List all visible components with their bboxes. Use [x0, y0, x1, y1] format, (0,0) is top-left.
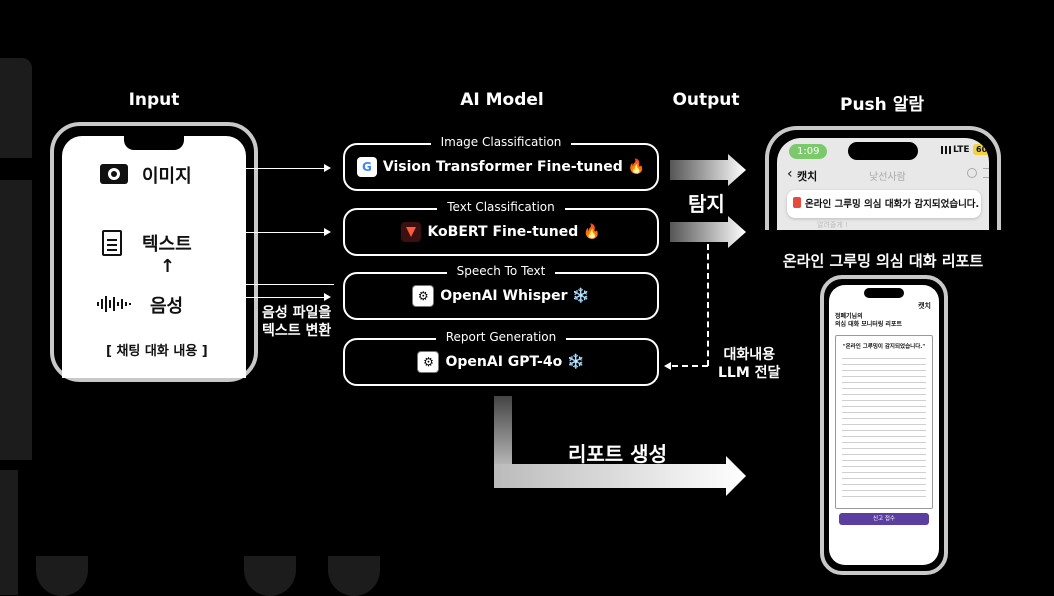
- arrowhead: [324, 228, 331, 236]
- notification-sub: 알려줄게 !: [817, 221, 848, 229]
- arrow-text-to-kobert: [204, 232, 324, 233]
- decorative-bar: [0, 58, 32, 158]
- push-phone-screen: 1:09 LTE 60 ‹ 캣치 낯선사람 온라인 그루밍 의심 대화가 감지되…: [777, 138, 989, 230]
- arrowhead: [664, 362, 671, 370]
- input-phone: 이미지 텍스트 ↑ 음성 [ 채팅 대화 내용 ]: [50, 122, 258, 382]
- model-name: KoBERT Fine-tuned 🔥: [427, 224, 601, 240]
- dashed-connector: [672, 365, 708, 367]
- phone-notch: [864, 288, 904, 298]
- arrowhead: [324, 293, 331, 301]
- google-icon: G: [356, 157, 377, 177]
- signal-icon: [941, 146, 951, 154]
- back-chevron-icon: ‹: [787, 166, 793, 182]
- detect-label: 탐지: [688, 192, 725, 216]
- report-phone-screen: 캣치 정폐기님의 의심 대화 모니터링 리포트 "온라인 그루밍이 감지되었습니…: [829, 285, 939, 565]
- battery-badge: 60: [973, 144, 989, 155]
- model-name: OpenAI Whisper ❄️: [440, 288, 590, 304]
- report-body: "온라인 그루밍이 감지되었습니다.": [835, 335, 933, 509]
- waveform-icon: [97, 296, 131, 312]
- report-heading: 정폐기님의 의심 대화 모니터링 리포트: [835, 313, 902, 329]
- document-icon: [102, 230, 122, 256]
- output-arrows: [670, 154, 746, 248]
- model-name: Vision Transformer Fine-tuned 🔥: [382, 159, 646, 175]
- stt-note-line1: 음성 파일을: [262, 305, 332, 321]
- app-name: 캣치: [797, 170, 818, 183]
- report-heading-line2: 의심 대화 모니터링 리포트: [835, 321, 902, 328]
- decorative-bar: [0, 180, 32, 460]
- model-caption: Image Classification: [430, 135, 572, 149]
- openai-icon: ⚙: [417, 351, 440, 373]
- phone-notch: [124, 136, 184, 150]
- decorative-blob: [36, 556, 88, 596]
- model-vit: Image Classification G Vision Transforme…: [343, 135, 659, 191]
- up-arrow-icon: ↑: [160, 256, 176, 277]
- notification-card[interactable]: 온라인 그루밍 의심 대화가 감지되었습니다.: [787, 190, 981, 218]
- header-input: Input: [128, 90, 180, 110]
- decorative-blob: [328, 556, 380, 596]
- openai-icon: ⚙: [412, 285, 435, 307]
- report-quote: "온라인 그루밍이 감지되었습니다.": [842, 344, 926, 350]
- model-caption: Report Generation: [435, 330, 567, 344]
- alert-icon: [793, 197, 801, 208]
- notification-message: 온라인 그루밍 의심 대화가 감지되었습니다.: [805, 199, 980, 210]
- arrow-whisper-to-audio: [208, 284, 334, 285]
- arrow-image-to-vit: [204, 168, 324, 169]
- image-label: 이미지: [142, 166, 192, 187]
- model-whisper: Speech To Text ⚙ OpenAI Whisper ❄️: [343, 264, 659, 320]
- header-ai-model: AI Model: [460, 90, 544, 110]
- decorative-bar: [0, 470, 18, 595]
- network-label: LTE: [953, 145, 970, 155]
- kobert-icon: [401, 222, 422, 242]
- model-caption: Text Classification: [437, 200, 565, 214]
- header-output: Output: [672, 90, 740, 110]
- decorative-blob: [244, 556, 296, 596]
- search-icon: [967, 168, 977, 178]
- dashed-connector: [707, 244, 709, 366]
- model-gpt4o: Report Generation ⚙ OpenAI GPT-4o ❄️: [343, 330, 659, 386]
- push-phone: 1:09 LTE 60 ‹ 캣치 낯선사람 온라인 그루밍 의심 대화가 감지되…: [765, 126, 1001, 230]
- report-phone: 캣치 정폐기님의 의심 대화 모니터링 리포트 "온라인 그루밍이 감지되었습니…: [820, 275, 948, 575]
- report-gen-label: 리포트 생성: [568, 442, 667, 466]
- report-submit-button[interactable]: 신고 접수: [839, 513, 929, 525]
- stt-note: 음성 파일을 텍스트 변환: [262, 304, 331, 340]
- app-name: 캣치: [918, 302, 931, 310]
- text-label: 텍스트: [142, 234, 192, 255]
- phone-notch: [848, 142, 918, 160]
- llm-note-line1: 대화내용: [723, 347, 775, 363]
- report-heading-line1: 정폐기님의: [835, 313, 863, 320]
- report-gen-arrow: [494, 396, 746, 496]
- audio-label: 음성: [150, 296, 184, 317]
- arrowhead: [202, 280, 209, 288]
- menu-icon: [983, 168, 989, 178]
- arrow-audio-to-whisper: [204, 297, 324, 298]
- time-pill: 1:09: [789, 144, 828, 159]
- input-phone-screen: 이미지 텍스트 ↑ 음성 [ 채팅 대화 내용 ]: [62, 136, 246, 378]
- llm-note: 대화내용 LLM 전달: [718, 346, 780, 382]
- model-caption: Speech To Text: [446, 264, 556, 278]
- camera-icon: [100, 164, 128, 184]
- model-name: OpenAI GPT-4o ❄️: [445, 354, 585, 370]
- model-kobert: Text Classification KoBERT Fine-tuned 🔥: [343, 200, 659, 256]
- report-text-lines: [842, 358, 926, 498]
- report-title: 온라인 그루밍 의심 대화 리포트: [782, 252, 984, 270]
- contact-name: 낯선사람: [869, 172, 906, 183]
- arrowhead: [324, 164, 331, 172]
- llm-note-line2: LLM 전달: [718, 365, 781, 381]
- header-push: Push 알람: [840, 95, 924, 115]
- stt-note-line2: 텍스트 변환: [262, 323, 332, 339]
- source-label: [ 채팅 대화 내용 ]: [106, 344, 208, 359]
